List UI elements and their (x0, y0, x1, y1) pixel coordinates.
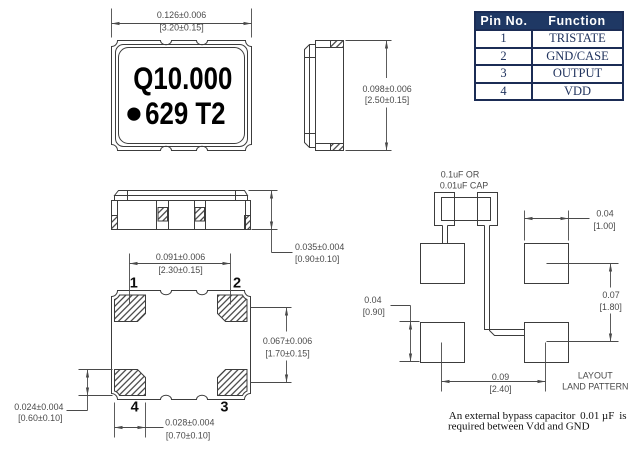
svg-text:LAYOUT: LAYOUT (578, 370, 613, 380)
svg-text:629 T2: 629 T2 (145, 97, 225, 132)
svg-text:0.01uF CAP: 0.01uF CAP (440, 181, 488, 191)
svg-text:required between Vdd and GND: required between Vdd and GND (448, 420, 590, 432)
svg-text:1: 1 (130, 275, 138, 291)
svg-text:0.024±0.004: 0.024±0.004 (14, 402, 63, 412)
svg-text:4: 4 (131, 399, 139, 415)
svg-text:[0.60±0.10]: [0.60±0.10] (18, 413, 62, 423)
svg-text:[0.90]: [0.90] (363, 307, 385, 317)
svg-text:Q10.000: Q10.000 (133, 62, 232, 97)
svg-text:LAND PATTERN: LAND PATTERN (562, 382, 628, 392)
svg-text:0.04: 0.04 (596, 208, 613, 218)
svg-text:[2.30±0.15]: [2.30±0.15] (158, 265, 202, 275)
svg-text:0.126±0.006: 0.126±0.006 (157, 10, 206, 20)
svg-text:[3.20±0.15]: [3.20±0.15] (159, 23, 203, 33)
svg-text:[0.90±0.10]: [0.90±0.10] (295, 254, 339, 264)
svg-text:0.028±0.004: 0.028±0.004 (165, 418, 214, 428)
svg-text:0.067±0.006: 0.067±0.006 (263, 336, 312, 346)
svg-text:0.04: 0.04 (364, 295, 381, 305)
svg-text:0.1uF OR: 0.1uF OR (441, 169, 479, 179)
svg-text:[1.80]: [1.80] (600, 302, 622, 312)
svg-text:An external bypass capacitor: An external bypass capacitor 0.01 µF is (449, 410, 627, 422)
svg-text:[2.40]: [2.40] (489, 384, 511, 394)
svg-text:0.035±0.004: 0.035±0.004 (295, 242, 344, 252)
svg-text:0.09: 0.09 (492, 372, 509, 382)
svg-text:[1.00]: [1.00] (593, 221, 615, 231)
svg-text:0.098±0.006: 0.098±0.006 (362, 84, 411, 94)
svg-text:[0.70±0.10]: [0.70±0.10] (166, 431, 210, 441)
svg-text:0.07: 0.07 (602, 290, 619, 300)
svg-text:2: 2 (233, 275, 241, 291)
svg-text:3: 3 (220, 399, 228, 415)
svg-text:0.091±0.006: 0.091±0.006 (156, 252, 205, 262)
svg-text:[1.70±0.15]: [1.70±0.15] (265, 349, 309, 359)
svg-text:[2.50±0.15]: [2.50±0.15] (365, 95, 409, 105)
